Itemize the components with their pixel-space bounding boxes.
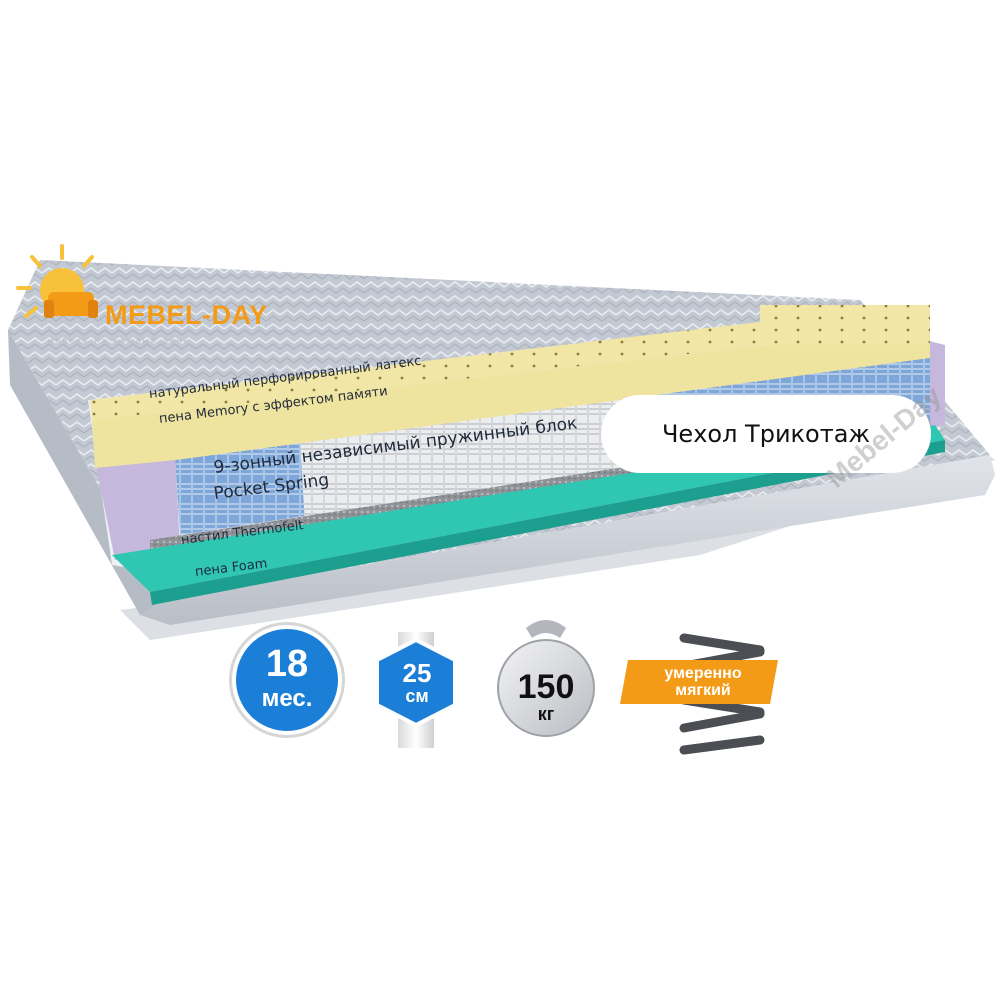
height-icon [375,632,457,748]
weight-unit: кг [537,704,555,724]
weight-value: 150 [517,668,575,706]
height-value: 25 [402,658,432,688]
cover-badge: Чехол Трикотаж [601,395,931,473]
cover-label: Чехол Трикотаж [661,420,871,448]
warranty-badge: 18 мес. [232,625,342,735]
brand-logo-text: MEBEL-DAY [105,300,268,330]
logo-sun-icon [16,244,98,318]
height-unit: см [405,686,429,706]
firmness-ribbon [620,660,778,704]
weight-badge: 150 кг [508,670,584,724]
spring-block-white [300,395,625,525]
warranty-value: 18 [265,643,309,685]
latex-block-raised [760,305,930,345]
mattress-side [140,455,995,625]
brand-tagline: мебель на каждый день [48,337,191,345]
weight-icon [497,620,595,737]
height-badge: 25 см [384,660,450,706]
lilac-foam-left [95,452,180,560]
memory-layer [92,340,930,468]
latex-layer [90,322,770,420]
warranty-unit: мес. [261,685,313,712]
